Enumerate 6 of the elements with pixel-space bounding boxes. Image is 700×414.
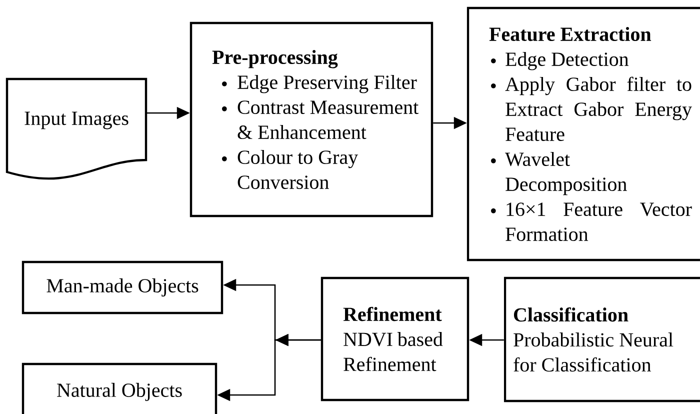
process-box: Refinement NDVI based Refinement (320, 276, 470, 402)
process-box: Classification Probabilistic Neural for Classification (504, 276, 700, 402)
process-box: Pre-processing Edge Preserving Filter Contrast Measurement & Enhancement Colour to Gray Conversion (190, 22, 434, 218)
process-box: Feature Extraction Edge Detection Apply Gabor filter to Extract Gabor Energy Feature Wavelet Decomposition 16×1 Feature Vector Formation (466, 6, 700, 262)
process-box: Man-made Objects (22, 260, 224, 314)
process-box: Natural Objects (22, 362, 218, 414)
